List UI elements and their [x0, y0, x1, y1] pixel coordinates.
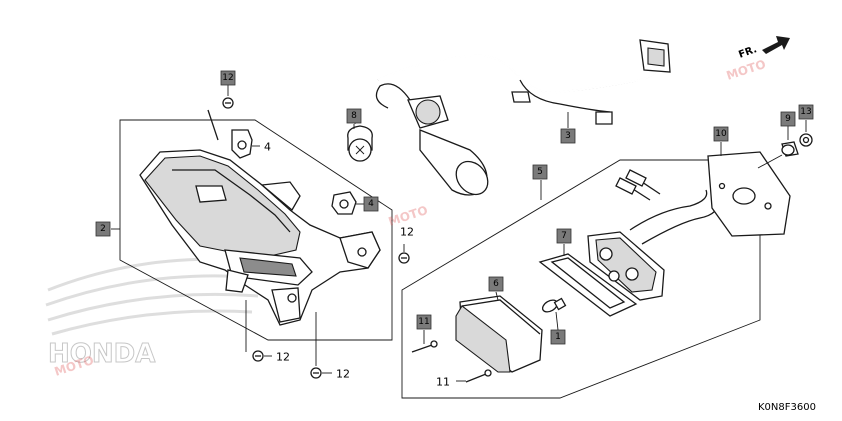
front-direction-label: FR. — [737, 44, 758, 61]
callout-1: 1 — [550, 329, 566, 345]
svg-text:6: 6 — [493, 279, 499, 289]
license-light-gasket — [538, 253, 638, 317]
callout-2: 2 — [95, 221, 111, 237]
rubber-plate-part-10 — [707, 151, 791, 237]
callout-8: 8 — [346, 108, 362, 124]
svg-text:1: 1 — [555, 332, 561, 342]
screw-part-12-bottom-left — [252, 350, 272, 362]
svg-text:5: 5 — [537, 167, 543, 177]
leader-lines — [111, 85, 807, 382]
license-light-lens — [455, 295, 543, 373]
drawing-code: K0N8F3600 — [758, 402, 816, 413]
callout-6: 6 — [488, 276, 504, 292]
label-12-bottom: 12 — [336, 368, 350, 381]
callout-4-lower: 4 — [363, 196, 379, 212]
label-4-upper: 4 — [264, 141, 271, 154]
collar-part-9 — [781, 141, 799, 157]
svg-text:9: 9 — [785, 114, 791, 124]
callout-10: 10 — [713, 126, 729, 142]
screw-part-12-right — [398, 252, 410, 264]
clip-part-4-upper — [231, 129, 260, 159]
clip-part-4-lower — [331, 191, 364, 215]
svg-text:3: 3 — [565, 131, 571, 141]
label-11-lower: 11 — [436, 376, 450, 389]
tail-light-assembly-outline — [119, 119, 393, 341]
callout-9: 9 — [780, 111, 796, 127]
callout-11: 11 — [416, 314, 432, 330]
svg-text:7: 7 — [561, 231, 567, 241]
svg-text:4: 4 — [368, 199, 374, 209]
svg-text:13: 13 — [800, 107, 811, 117]
wedge-bulb-part-1 — [541, 297, 567, 313]
label-12-right: 12 — [400, 226, 414, 239]
honda-wing-watermark: HONDA — [45, 257, 263, 370]
nut-part-13 — [799, 133, 813, 147]
svg-text:11: 11 — [418, 317, 429, 327]
callout-5: 5 — [532, 164, 548, 180]
callout-3: 3 — [560, 128, 576, 144]
screw-part-12-top — [222, 97, 234, 109]
honda-watermark-text: HONDA — [48, 339, 155, 369]
svg-text:8: 8 — [351, 111, 357, 121]
moto-watermark-top: MOTO — [725, 57, 768, 83]
screw-part-11-lower — [465, 369, 492, 383]
svg-text:10: 10 — [715, 129, 727, 139]
callout-12: 12 — [220, 70, 236, 86]
callout-13: 13 — [798, 104, 814, 120]
license-light-assembly-outline — [401, 159, 761, 399]
screw-part-12-bottom — [310, 367, 332, 379]
front-direction-arrow: FR. — [737, 36, 790, 61]
screw-part-11-upper — [411, 340, 438, 353]
svg-text:2: 2 — [100, 224, 106, 234]
label-12-bottom-left: 12 — [276, 351, 290, 364]
bulb-socket-harness — [375, 39, 671, 196]
license-light-base — [587, 169, 719, 301]
callout-7: 7 — [556, 228, 572, 244]
svg-text:12: 12 — [222, 73, 233, 83]
bulb-part-8 — [347, 124, 373, 162]
tail-light-housing — [139, 109, 381, 326]
